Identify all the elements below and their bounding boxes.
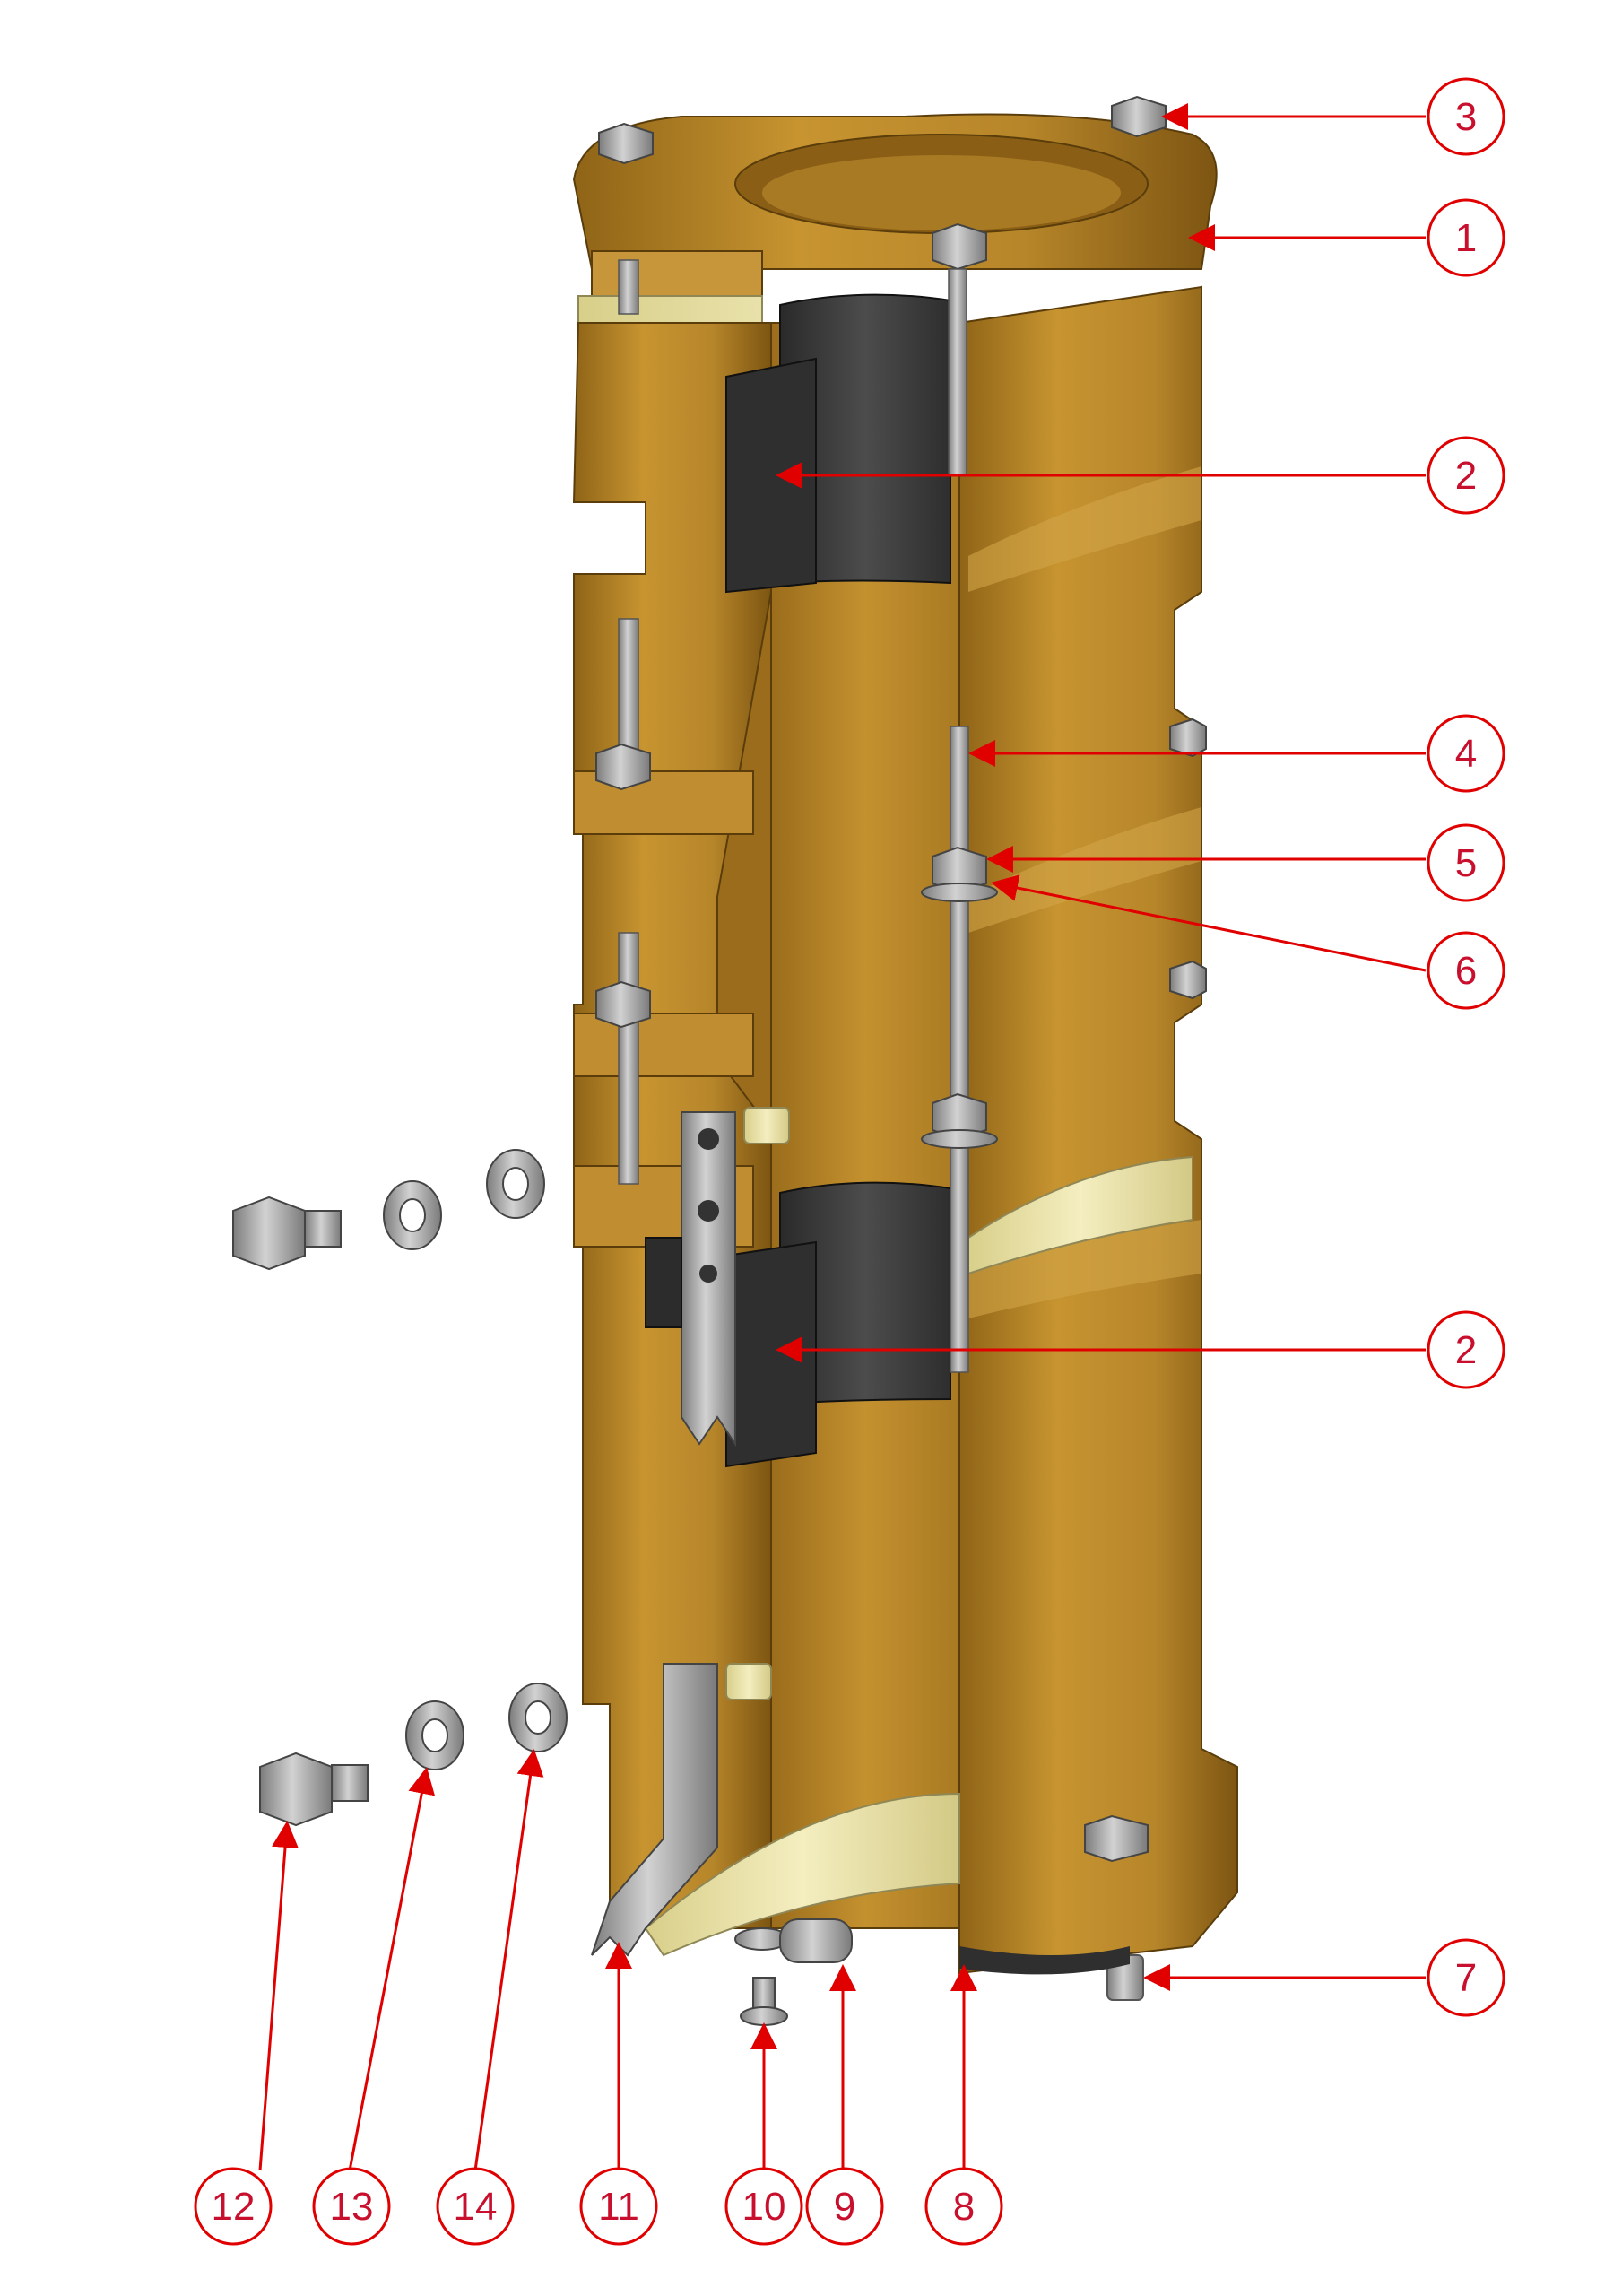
- callout-9: 9: [805, 2167, 884, 2246]
- callout-12-label: 12: [212, 2185, 256, 2229]
- hex-nut: [595, 743, 987, 1141]
- leader-6: [991, 874, 1427, 972]
- bottom-cream-ring: [644, 1792, 960, 1957]
- callout-5-label: 5: [1455, 841, 1477, 885]
- callout-10-label: 10: [742, 2185, 786, 2229]
- rubber-liner-upper: [725, 293, 951, 594]
- callout-badges: 3 1 2 4 5 6 2 7: [194, 77, 1505, 2246]
- hex-bolt-bottom: [1084, 1814, 1149, 1863]
- callout-2b-label: 2: [1455, 1328, 1477, 1372]
- callout-3-label: 3: [1455, 95, 1477, 139]
- spring-washer: [405, 1700, 464, 1770]
- brass-fitting-lower: [725, 1663, 772, 1700]
- cable-lug: [734, 1918, 853, 1963]
- callout-2b: 2: [1427, 1310, 1505, 1389]
- callouts: [258, 103, 1427, 2171]
- washer: [921, 883, 998, 1149]
- hex-bolt-right-upper: [1169, 718, 1207, 758]
- brass-fitting-upper: [743, 1107, 790, 1144]
- ground-bolt-upper-set: [232, 1149, 545, 1271]
- callout-11-label: 11: [598, 2185, 639, 2229]
- callout-9-label: 9: [834, 2185, 855, 2229]
- callout-6: 6: [1427, 931, 1505, 1010]
- callout-7: 7: [1427, 1938, 1505, 2017]
- callout-2a-label: 2: [1455, 454, 1477, 498]
- lower-gasket: [967, 1155, 1193, 1275]
- callout-1: 1: [1427, 198, 1505, 277]
- loose-parts: [232, 1149, 853, 2026]
- callout-2a: 2: [1427, 436, 1505, 515]
- callout-8: 8: [924, 2167, 1003, 2246]
- top-cap: [572, 113, 1218, 315]
- callout-1-label: 1: [1455, 216, 1477, 260]
- ground-bolt: [259, 1752, 369, 1827]
- callout-10: 10: [724, 2167, 803, 2246]
- callout-7-label: 7: [1455, 1956, 1477, 2000]
- callout-4-label: 4: [1455, 732, 1477, 776]
- bottom-seal-ring: [959, 1946, 1130, 1975]
- leader-14: [473, 1749, 544, 2171]
- flat-washer: [508, 1683, 568, 1752]
- small-screw: [740, 1977, 788, 2026]
- callout-13: 13: [312, 2167, 391, 2246]
- hex-bolt-right-lower: [1169, 960, 1207, 1000]
- callout-3: 3: [1427, 77, 1505, 156]
- callout-12: 12: [194, 2167, 273, 2246]
- callout-14: 14: [436, 2167, 515, 2246]
- callout-4: 4: [1427, 714, 1505, 793]
- callout-8-label: 8: [953, 2185, 975, 2229]
- leader-12: [258, 1821, 299, 2171]
- body-right-shell: [958, 285, 1238, 1975]
- leader-13: [348, 1767, 436, 2171]
- flange-left-mid: [573, 1013, 754, 1077]
- callout-11: 11: [579, 2167, 658, 2246]
- callout-13-label: 13: [330, 2185, 374, 2229]
- rubber-liner-lower: [725, 1181, 951, 1468]
- coupling-body: [572, 95, 1238, 2001]
- callout-5: 5: [1427, 823, 1505, 902]
- callout-14-label: 14: [454, 2185, 498, 2229]
- callout-6-label: 6: [1455, 949, 1477, 993]
